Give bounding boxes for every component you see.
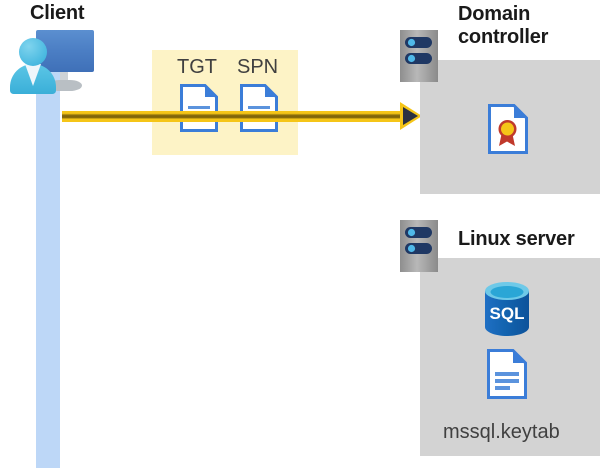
keytab-file-label: mssql.keytab [443,421,560,443]
sql-label: SQL [490,304,525,323]
person-head-icon [19,38,47,66]
keytab-document-icon [487,349,527,399]
spn-document-icon [240,84,278,132]
client-lifeline [36,60,60,468]
spn-label: SPN [237,56,279,78]
tgt-document-icon [180,84,218,132]
client-user-computer-icon [8,28,96,94]
certificate-document-icon [488,104,528,154]
page-title-client: Client [30,2,85,24]
arrow-right-icon [403,107,418,125]
monitor-neck-icon [60,72,68,82]
tgt-label: TGT [177,56,217,78]
sql-database-icon: SQL [483,281,531,337]
monitor-base-icon [48,80,82,91]
linux-server-icon [400,220,438,272]
flow-arrow-line [62,111,402,122]
page-title-linux-server: Linux server [458,228,575,250]
page-title-domain-controller: Domain controller [458,3,549,48]
domain-controller-server-icon [400,30,438,82]
